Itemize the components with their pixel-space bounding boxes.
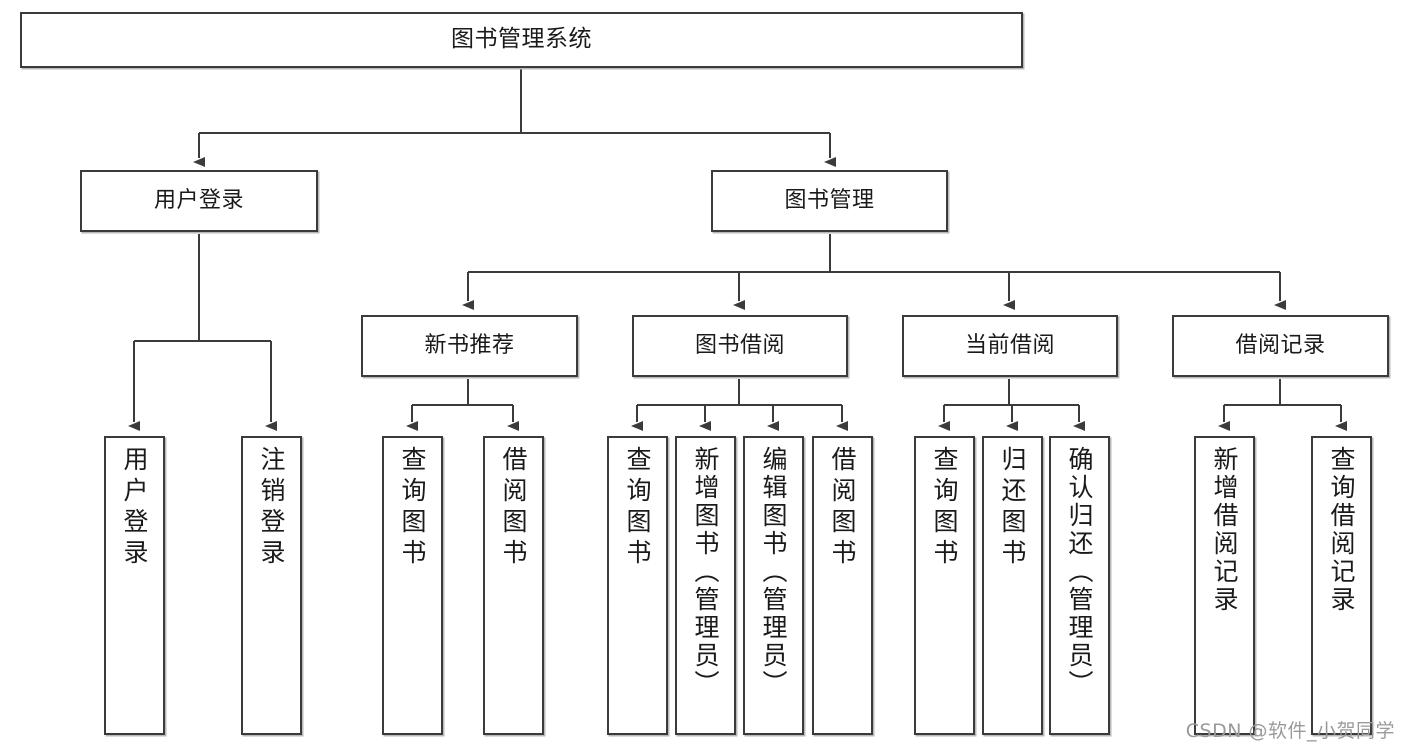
- leaf-query-borrow-record[interactable]: 查询借阅记录: [1311, 436, 1372, 735]
- node-book-borrow[interactable]: 图书借阅: [632, 315, 848, 377]
- node-new-book-recommend[interactable]: 新书推荐: [361, 315, 578, 377]
- leaf-query-book-recommend[interactable]: 查询图书: [382, 436, 443, 735]
- leaf-borrow-book[interactable]: 借阅图书: [812, 436, 873, 735]
- node-user-login[interactable]: 用户登录: [80, 170, 318, 232]
- leaf-user-login[interactable]: 用户登录: [104, 436, 165, 735]
- node-label: 图书借阅: [694, 333, 785, 359]
- node-label: 图书管理: [784, 188, 875, 214]
- node-root-system[interactable]: 图书管理系统: [20, 12, 1023, 68]
- node-label: 新增借阅记录: [1210, 446, 1239, 614]
- node-label: 查询图书: [623, 446, 652, 570]
- leaf-add-book-admin[interactable]: 新增图书（管理员）: [675, 436, 736, 735]
- node-label: 用户登录: [120, 446, 149, 570]
- node-label: 注销登录: [257, 446, 286, 570]
- leaf-borrow-book-recommend[interactable]: 借阅图书: [483, 436, 544, 735]
- node-label: 当前借阅: [964, 333, 1055, 359]
- node-label: 新增图书（管理员）: [691, 446, 720, 698]
- leaf-return-book[interactable]: 归还图书: [982, 436, 1043, 735]
- node-label: 新书推荐: [424, 333, 515, 359]
- node-label: 确认归还（管理员）: [1065, 446, 1094, 698]
- node-book-management[interactable]: 图书管理: [711, 170, 948, 232]
- leaf-edit-book-admin[interactable]: 编辑图书（管理员）: [743, 436, 804, 735]
- node-label: 借阅记录: [1235, 333, 1326, 359]
- node-label: 查询借阅记录: [1327, 446, 1356, 614]
- node-label: 查询图书: [398, 446, 427, 570]
- node-label: 编辑图书（管理员）: [759, 446, 788, 698]
- node-label: 借阅图书: [499, 446, 528, 570]
- leaf-user-logout[interactable]: 注销登录: [241, 436, 302, 735]
- node-current-borrow[interactable]: 当前借阅: [902, 315, 1118, 377]
- node-label: 图书管理系统: [451, 26, 592, 53]
- node-label: 查询图书: [930, 446, 959, 570]
- leaf-query-book-borrow[interactable]: 查询图书: [607, 436, 668, 735]
- node-borrow-record[interactable]: 借阅记录: [1172, 315, 1389, 377]
- node-label: 归还图书: [998, 446, 1027, 570]
- node-label: 用户登录: [153, 188, 244, 214]
- leaf-query-book-current[interactable]: 查询图书: [914, 436, 975, 735]
- csdn-watermark: CSDN @软件_小贺同学: [1185, 720, 1395, 742]
- node-label: 借阅图书: [828, 446, 857, 570]
- leaf-confirm-return-admin[interactable]: 确认归还（管理员）: [1049, 436, 1110, 735]
- leaf-add-borrow-record[interactable]: 新增借阅记录: [1194, 436, 1255, 735]
